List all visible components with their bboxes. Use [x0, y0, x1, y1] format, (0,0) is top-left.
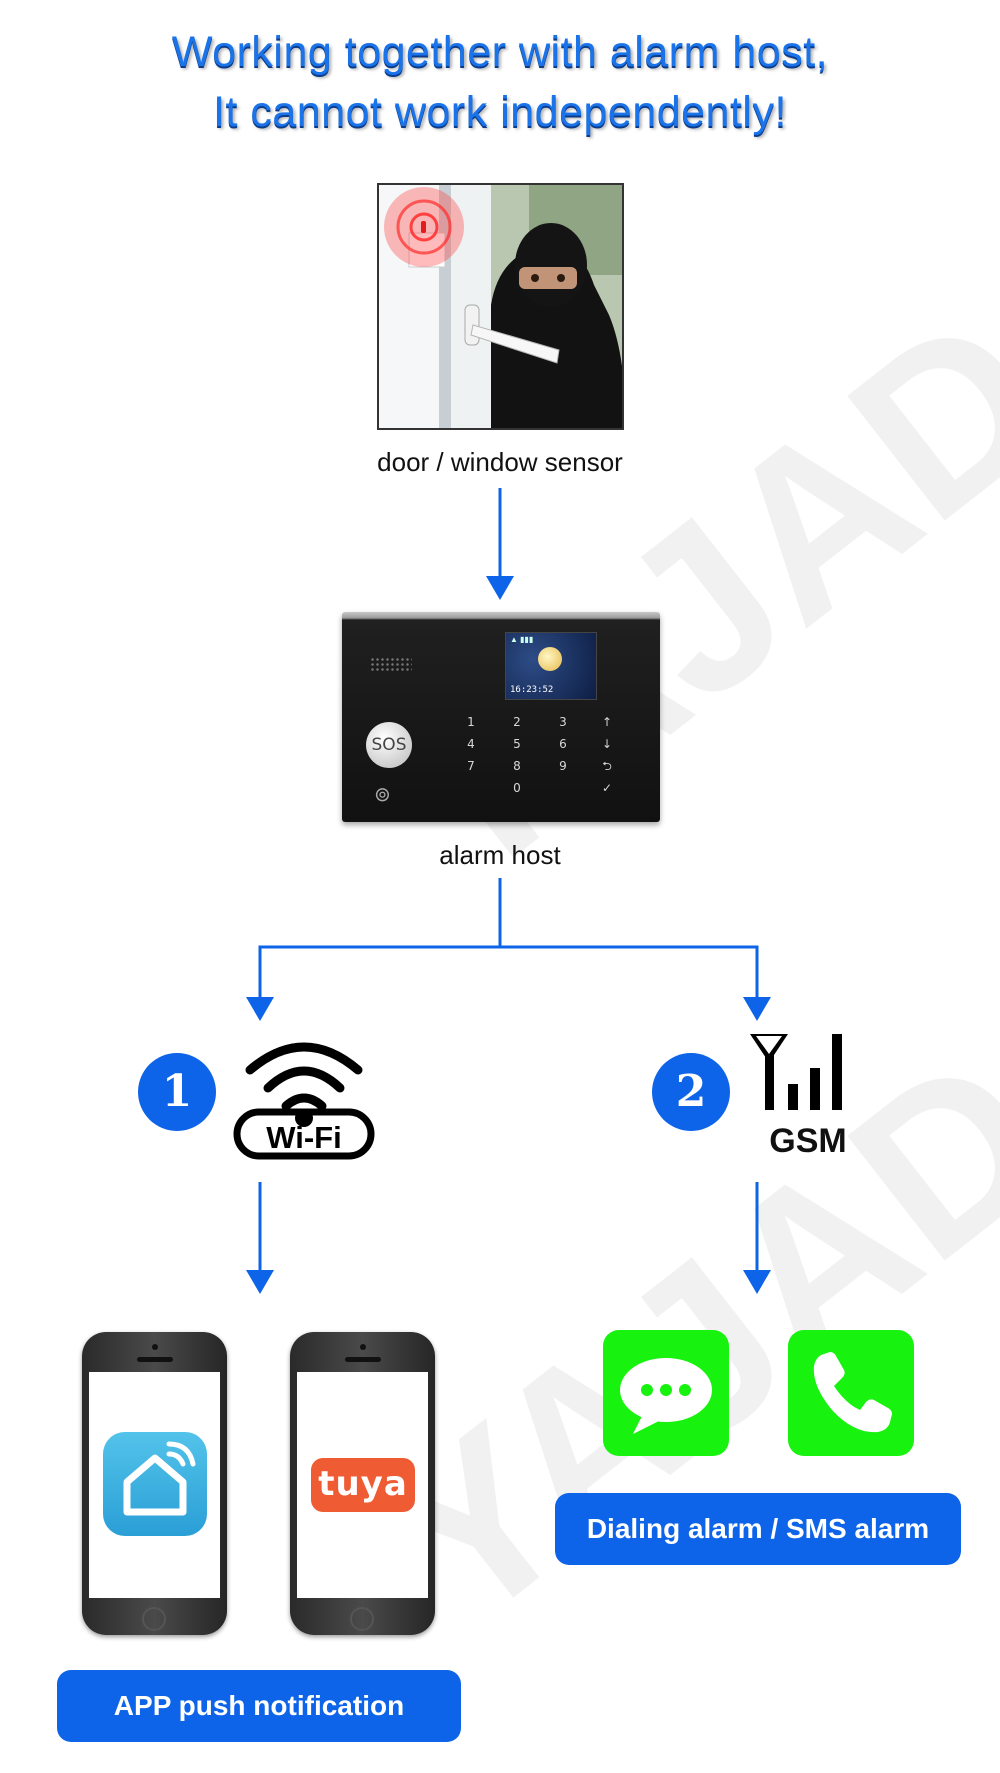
host-caption: alarm host: [439, 840, 561, 870]
host-key: ✓: [601, 781, 613, 795]
rfid-icon: ⊚: [374, 784, 391, 806]
sms-message-icon: [603, 1330, 729, 1456]
title-line-1: Working together with alarm host,: [171, 28, 829, 76]
title-line-2: It cannot work independently!: [213, 88, 787, 136]
smart-life-app-icon: [103, 1432, 207, 1536]
arrow-to-tiles: [743, 1270, 771, 1294]
phone-tuya: tuya: [290, 1332, 435, 1635]
dialing-sms-alarm-label: Dialing alarm / SMS alarm: [555, 1493, 961, 1565]
host-key: ⮌: [602, 759, 612, 773]
gsm-label: GSM: [769, 1122, 847, 1160]
host-key: ↑: [601, 715, 613, 729]
wifi-icon: Wi-Fi: [233, 1042, 375, 1160]
signal-antenna-icon: [750, 1034, 842, 1110]
host-key: 9: [559, 759, 567, 773]
signal-status-icon: ▲ ▮▮▮: [510, 635, 534, 644]
sos-button: SOS: [366, 722, 412, 768]
host-key: 1: [467, 715, 475, 729]
host-key: 5: [513, 737, 521, 751]
host-key: 3: [559, 715, 567, 729]
arrow-to-host: [486, 576, 514, 600]
host-key: 8: [513, 759, 521, 773]
host-speaker-grill: [370, 657, 412, 671]
alarm-host-device: ▲ ▮▮▮ 16:23:52 SOS ⊚ 1 2 3 ↑ 4 5 6 ↓ 7 8 9 ⮌ 0 ✓: [342, 612, 660, 822]
host-key: 4: [467, 737, 475, 751]
host-clock: 16:23:52: [510, 685, 554, 695]
step-badge-2: 2: [652, 1053, 730, 1131]
host-key: 2: [513, 715, 521, 729]
phone-smart-life: [82, 1332, 227, 1635]
host-key: ↓: [601, 737, 613, 751]
tuya-app-icon: tuya: [311, 1458, 415, 1512]
wifi-label: Wi-Fi: [266, 1120, 341, 1155]
sensor-caption: door / window sensor: [377, 447, 623, 477]
host-key: 7: [467, 759, 475, 773]
app-push-notification-label: APP push notification: [57, 1670, 461, 1742]
host-key: 0: [513, 781, 521, 795]
moon-icon: [538, 647, 562, 671]
door-sensor-photo: [377, 183, 624, 430]
arrow-to-phones: [246, 1270, 274, 1294]
host-display: ▲ ▮▮▮ 16:23:52: [505, 632, 597, 700]
arrow-to-gsm: [743, 997, 771, 1021]
arrow-to-wifi: [246, 997, 274, 1021]
step-badge-1: 1: [138, 1053, 216, 1131]
host-key: 6: [559, 737, 567, 751]
phone-call-icon: [788, 1330, 914, 1456]
